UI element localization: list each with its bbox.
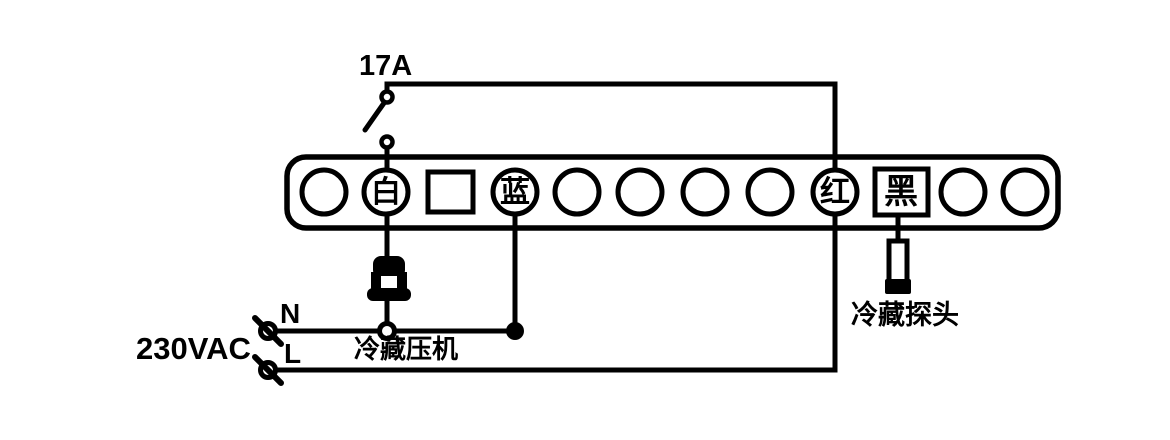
terminal-3-square [425,169,476,215]
fuse-rating-label: 17A [359,50,413,82]
neutral-label: N [280,298,301,329]
terminal-6 [615,167,665,217]
supply-voltage-label: 230VAC [136,331,251,366]
terminal-white-label: 白 [371,176,401,209]
terminal-7 [680,167,730,217]
live-label: L [284,338,302,369]
terminal-black-label: 黑 [884,173,918,211]
junction-dot [506,322,524,340]
probe-label: 冷藏探头 [851,300,959,330]
terminal-blue-label: 蓝 [500,176,530,209]
neutral-terminal-slash [252,315,284,347]
junction-open-circle [377,321,397,341]
terminal-1 [299,167,349,217]
probe-icon [885,238,911,294]
terminal-5 [552,167,602,217]
terminal-12 [1000,167,1050,217]
labeled-terminals [361,166,931,218]
supply-terminal-icons [252,315,284,386]
compressor-base-flange [367,288,411,301]
compressor-label: 冷藏压机 [354,334,459,364]
compressor-body-window [381,276,397,288]
switch-lever [362,100,387,133]
switch-contact-top [379,89,395,105]
terminal-11 [938,167,988,217]
terminal-8 [745,167,795,217]
terminal-strip [284,154,1061,231]
wire-live-upper [384,81,838,170]
probe-body [886,238,910,285]
terminal-black-square [872,166,931,218]
plain-terminals [299,167,1050,217]
terminal-red-label: 红 [820,176,850,209]
live-terminal-slash [252,354,284,386]
terminal-red [810,167,860,217]
compressor-icon [367,256,411,301]
switch-contact-bottom [379,134,395,150]
probe-tip [885,279,911,294]
fuse-switch-icon [362,89,395,150]
terminal-white [361,167,411,217]
wire-live-lower [277,214,838,373]
terminal-blue [490,167,540,217]
